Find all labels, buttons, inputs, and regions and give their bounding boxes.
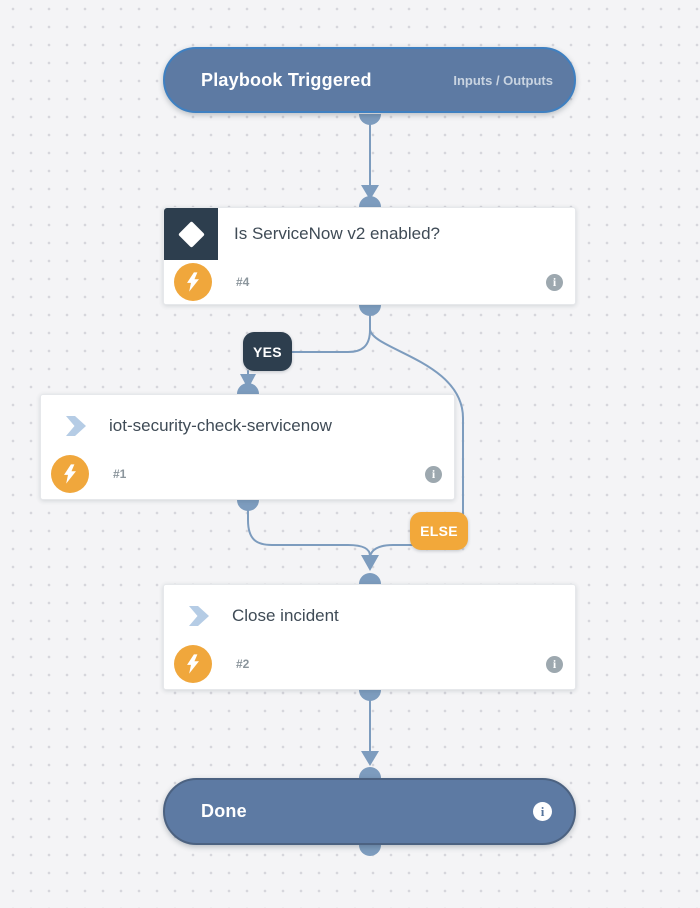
automation-bolt-icon (174, 645, 212, 683)
port-icon (359, 573, 381, 584)
start-node-title: Playbook Triggered (201, 69, 372, 90)
arrowhead-icon (361, 751, 379, 766)
task-title: Close incident (232, 606, 339, 625)
branch-label-yes-text: YES (253, 343, 282, 360)
arrowhead-icon (361, 555, 379, 571)
arrowhead-icon (240, 374, 256, 389)
subplaybook-chevron-icon (66, 416, 86, 436)
end-node-done[interactable]: Done i (163, 778, 576, 845)
info-icon[interactable]: i (546, 273, 563, 291)
port-icon (359, 114, 381, 125)
info-icon[interactable]: i (533, 802, 552, 821)
task-id: #4 (236, 275, 250, 289)
info-icon[interactable]: i (425, 465, 442, 483)
condition-node-servicenow-v2[interactable]: Is ServiceNow v2 enabled? #4 i (163, 207, 576, 305)
task-id: #1 (113, 467, 127, 481)
connector-sub-merge (247, 501, 371, 557)
condition-diamond-icon (164, 208, 218, 260)
branch-label-yes[interactable]: YES (243, 332, 292, 371)
connector-branch-yes (291, 329, 371, 353)
condition-title: Is ServiceNow v2 enabled? (234, 224, 441, 243)
inputs-outputs-link[interactable]: Inputs / Outputs (453, 72, 553, 88)
port-icon (237, 500, 259, 511)
branch-label-else[interactable]: ELSE (410, 512, 468, 550)
automation-bolt-icon (174, 263, 212, 301)
task-id: #2 (236, 657, 250, 671)
automation-bolt-icon (51, 455, 89, 493)
subplaybook-node-iot-security-check[interactable]: iot-security-check-servicenow #1 i (40, 394, 455, 500)
task-chevron-icon (189, 606, 209, 626)
port-icon (359, 845, 381, 856)
start-node-playbook-triggered[interactable]: Playbook Triggered Inputs / Outputs (163, 47, 576, 113)
subplaybook-title: iot-security-check-servicenow (109, 416, 332, 435)
task-node-close-incident[interactable]: Close incident #2 i (163, 584, 576, 690)
port-icon (359, 690, 381, 701)
port-icon (359, 196, 381, 207)
port-icon (237, 383, 259, 394)
port-icon (359, 305, 381, 316)
info-icon[interactable]: i (546, 655, 563, 673)
branch-label-else-text: ELSE (420, 523, 458, 539)
arrowhead-icon (361, 185, 379, 200)
port-icon (359, 767, 381, 778)
end-node-title: Done (201, 801, 247, 821)
